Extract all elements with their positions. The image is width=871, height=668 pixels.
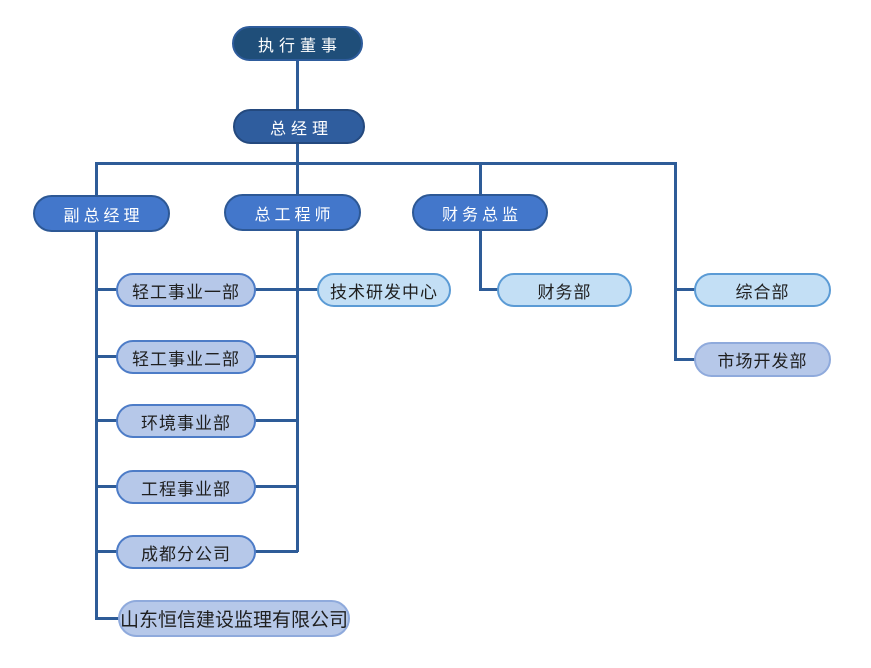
node-environment-dept: 环境事业部 — [116, 404, 256, 438]
connector-segment — [95, 550, 117, 553]
connector-segment — [255, 288, 318, 291]
node-engineering-dept: 工程事业部 — [116, 470, 256, 504]
node-deputy-general-manager: 副总经理 — [33, 195, 170, 232]
connector-segment — [95, 162, 677, 165]
node-light-industry-dept-1: 轻工事业一部 — [116, 273, 256, 307]
connector-segment — [674, 162, 677, 360]
connector-segment — [479, 162, 482, 195]
connector-segment — [95, 419, 117, 422]
connector-segment — [95, 485, 117, 488]
connector-segment — [255, 419, 298, 422]
node-light-industry-dept-2: 轻工事业二部 — [116, 340, 256, 374]
connector-segment — [255, 355, 298, 358]
connector-segment — [296, 143, 299, 164]
connector-segment — [95, 288, 117, 291]
node-finance-director: 财务总监 — [412, 194, 548, 231]
node-chief-engineer: 总工程师 — [224, 194, 361, 231]
node-market-dev-dept: 市场开发部 — [694, 342, 831, 377]
connector-segment — [255, 485, 298, 488]
connector-segment — [479, 230, 482, 291]
connector-segment — [296, 230, 299, 552]
connector-segment — [95, 231, 98, 619]
node-general-manager: 总经理 — [233, 109, 365, 144]
connector-segment — [255, 550, 298, 553]
node-general-affairs-dept: 综合部 — [694, 273, 831, 307]
connector-segment — [296, 162, 299, 195]
connector-segment — [479, 288, 498, 291]
node-tech-rd-center: 技术研发中心 — [317, 273, 451, 307]
node-shandong-hengxin-supervision: 山东恒信建设监理有限公司 — [118, 600, 350, 637]
connector-segment — [95, 355, 117, 358]
connector-segment — [674, 358, 695, 361]
node-finance-dept: 财务部 — [497, 273, 632, 307]
connector-segment — [296, 60, 299, 110]
connector-segment — [95, 162, 98, 196]
node-chengdu-branch: 成都分公司 — [116, 535, 256, 569]
connector-segment — [95, 617, 119, 620]
connector-segment — [674, 288, 695, 291]
node-executive-director: 执行董事 — [232, 26, 363, 61]
